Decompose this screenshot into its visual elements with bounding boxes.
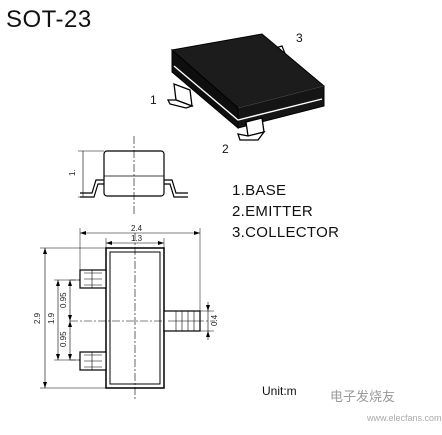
- package-title: SOT-23: [6, 6, 92, 33]
- dim-overall-length: 2.9: [33, 312, 42, 324]
- pin-2-label: 2: [222, 142, 229, 156]
- package-top-view: 2.4 1.3 2.9 1.9 0.95 0.95 0.4: [33, 224, 219, 400]
- pin-3-label: 3: [296, 31, 303, 45]
- dim-side-height: 1.: [68, 169, 77, 176]
- pin-2-name: 2.EMITTER: [232, 203, 314, 220]
- watermark-text: 电子发烧友: [330, 389, 396, 404]
- pin-3-name: 3.COLLECTOR: [232, 224, 340, 241]
- pin-1-label: 1: [150, 93, 157, 107]
- dim-body-width: 1.3: [131, 234, 143, 243]
- unit-label: Unit:m: [262, 384, 297, 398]
- dim-pitch-bottom: 0.95: [59, 331, 68, 347]
- pin-list: 1.BASE 2.EMITTER 3.COLLECTOR: [232, 180, 339, 243]
- dim-pitch-top: 0.95: [59, 292, 68, 308]
- package-side-view: 1.: [68, 136, 188, 215]
- dim-lead-width: 0.4: [210, 314, 219, 326]
- package-3d-view: 1 2 3: [150, 31, 326, 156]
- watermark-url: www.elecfans.com: [367, 413, 442, 423]
- dim-overall-width: 2.4: [131, 224, 143, 233]
- pin-1-name: 1.BASE: [232, 182, 287, 199]
- dim-body-length: 1.9: [47, 312, 56, 324]
